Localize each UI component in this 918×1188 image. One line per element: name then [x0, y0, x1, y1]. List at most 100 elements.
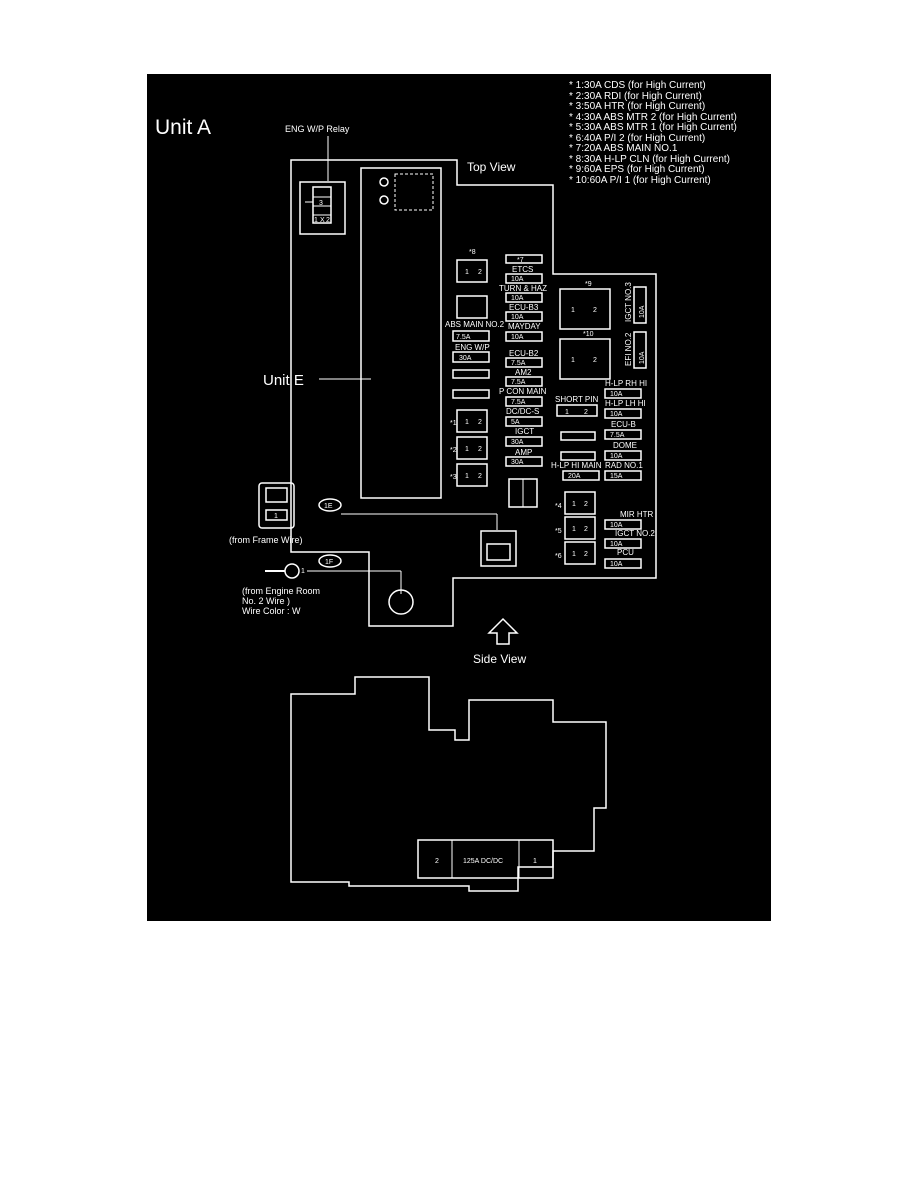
- relay-pin-label: 1: [314, 217, 318, 224]
- connector-id-badge: [318, 498, 342, 512]
- note-item: * 4:30A ABS MTR 2 (for High Current): [569, 112, 737, 123]
- svg-text:2: 2: [584, 551, 588, 558]
- svg-text:1: 1: [465, 269, 469, 276]
- svg-text:10A: 10A: [511, 276, 524, 283]
- svg-text:10A: 10A: [610, 453, 623, 460]
- connector-1e-socket: [480, 530, 517, 567]
- fuse-slot-1: [456, 409, 488, 433]
- frame-wire-label: (from Frame Wire): [229, 535, 303, 545]
- svg-text:1: 1: [274, 513, 278, 520]
- engine-room-label: (from Engine Room: [242, 586, 320, 596]
- engine-room-label: Wire Color : W: [242, 606, 301, 616]
- svg-text:*1: *1: [450, 420, 457, 427]
- svg-text:125A DC/DC: 125A DC/DC: [463, 858, 503, 865]
- diagram-canvas: Unit A Top View Side View * 1:30A CDS (f…: [155, 80, 737, 892]
- fuse-notes-list: * 1:30A CDS (for High Current) * 2:30A R…: [569, 80, 737, 186]
- svg-text:7.5A: 7.5A: [610, 432, 625, 439]
- svg-text:SHORT PIN: SHORT PIN: [555, 395, 598, 404]
- eng-wp-relay: [299, 181, 346, 235]
- svg-text:PCU: PCU: [617, 548, 634, 557]
- svg-text:EFI NO.2: EFI NO.2: [624, 332, 633, 366]
- svg-text:30A: 30A: [459, 355, 472, 362]
- svg-text:1: 1: [465, 446, 469, 453]
- fuse-box-outline: [290, 159, 657, 627]
- svg-text:DOME: DOME: [613, 441, 637, 450]
- svg-text:2: 2: [584, 501, 588, 508]
- svg-text:2: 2: [478, 419, 482, 426]
- svg-text:2: 2: [584, 409, 588, 416]
- svg-text:2: 2: [584, 526, 588, 533]
- svg-text:TURN & HAZ: TURN & HAZ: [499, 284, 547, 293]
- svg-text:*4: *4: [555, 503, 562, 510]
- middle-fuse-column: *7 ETCS 10A TURN & HAZ 10A ECU-B3 10A MA…: [499, 254, 547, 508]
- svg-text:1: 1: [572, 526, 576, 533]
- svg-text:1: 1: [572, 501, 576, 508]
- svg-text:10A: 10A: [610, 391, 623, 398]
- unit-e-label: Unit E: [263, 372, 304, 389]
- svg-text:2: 2: [435, 858, 439, 865]
- svg-text:30A: 30A: [511, 459, 524, 466]
- svg-text:*7: *7: [517, 257, 524, 264]
- svg-text:2: 2: [478, 269, 482, 276]
- svg-text:10A: 10A: [511, 334, 524, 341]
- fuse-marker: *8: [469, 249, 476, 256]
- note-item: * 10:60A P/I 1 (for High Current): [569, 175, 711, 186]
- svg-text:MAYDAY: MAYDAY: [508, 322, 541, 331]
- svg-text:10A: 10A: [511, 314, 524, 321]
- svg-text:1: 1: [465, 419, 469, 426]
- fuse-slot-3: [456, 463, 488, 487]
- svg-text:2: 2: [593, 307, 597, 314]
- side-view-label: Side View: [473, 652, 526, 666]
- svg-text:1: 1: [465, 473, 469, 480]
- svg-text:15A: 15A: [610, 473, 623, 480]
- svg-text:ECU-B3: ECU-B3: [509, 303, 539, 312]
- svg-text:10A: 10A: [610, 541, 623, 548]
- svg-text:AM2: AM2: [515, 368, 532, 377]
- fuse-slot-8: [456, 259, 488, 283]
- side-view-outline: [290, 676, 607, 892]
- relay-label: ENG W/P Relay: [285, 124, 350, 134]
- svg-text:*6: *6: [555, 553, 562, 560]
- svg-text:20A: 20A: [568, 473, 581, 480]
- svg-text:7.5A: 7.5A: [456, 334, 471, 341]
- svg-text:1E: 1E: [324, 503, 333, 510]
- svg-text:10A: 10A: [610, 561, 623, 568]
- svg-text:2: 2: [478, 446, 482, 453]
- svg-text:1: 1: [571, 307, 575, 314]
- note-item: * 2:30A RDI (for High Current): [569, 91, 702, 102]
- fuse-slot-abs-main-no2: [456, 295, 488, 319]
- svg-text:1: 1: [571, 357, 575, 364]
- fuse-box-diagram: Unit A Top View Side View * 1:30A CDS (f…: [147, 74, 771, 921]
- top-view-label: Top View: [467, 160, 516, 174]
- connector-id-badge: [318, 554, 342, 568]
- relay-pin-label: 2: [326, 217, 330, 224]
- svg-text:H-LP RH HI: H-LP RH HI: [605, 379, 647, 388]
- svg-text:2: 2: [478, 473, 482, 480]
- svg-text:*3: *3: [450, 474, 457, 481]
- svg-text:2: 2: [593, 357, 597, 364]
- unit-title: Unit A: [155, 116, 211, 139]
- note-item: * 7:20A ABS MAIN NO.1: [569, 143, 678, 154]
- unit-e-block: [360, 167, 442, 499]
- note-item: * 6:40A P/I 2 (for High Current): [569, 133, 705, 144]
- svg-text:*5: *5: [555, 528, 562, 535]
- right-fuse-column: *9 1 2 *10 1 2 IGCT NO.3 10A EFI NO.2 10…: [551, 281, 655, 569]
- note-item: * 9:60A EPS (for High Current): [569, 164, 705, 175]
- relay-pin-label: 3: [319, 200, 323, 207]
- svg-text:1: 1: [572, 551, 576, 558]
- svg-text:7.5A: 7.5A: [511, 399, 526, 406]
- svg-text:10A: 10A: [639, 351, 646, 364]
- svg-text:1F: 1F: [325, 559, 333, 566]
- svg-text:10A: 10A: [610, 411, 623, 418]
- svg-text:ETCS: ETCS: [512, 265, 533, 274]
- svg-text:30A: 30A: [511, 439, 524, 446]
- svg-text:7.5A: 7.5A: [511, 379, 526, 386]
- dcdc-block: [417, 839, 554, 879]
- relay-pin-label: X: [320, 217, 325, 224]
- svg-text:IGCT NO.2: IGCT NO.2: [615, 529, 655, 538]
- up-arrow-icon: [487, 617, 519, 645]
- svg-text:1: 1: [301, 568, 305, 575]
- engine-room-label: No. 2 Wire ): [242, 596, 290, 606]
- svg-text:1: 1: [565, 409, 569, 416]
- svg-text:AMP: AMP: [515, 448, 532, 457]
